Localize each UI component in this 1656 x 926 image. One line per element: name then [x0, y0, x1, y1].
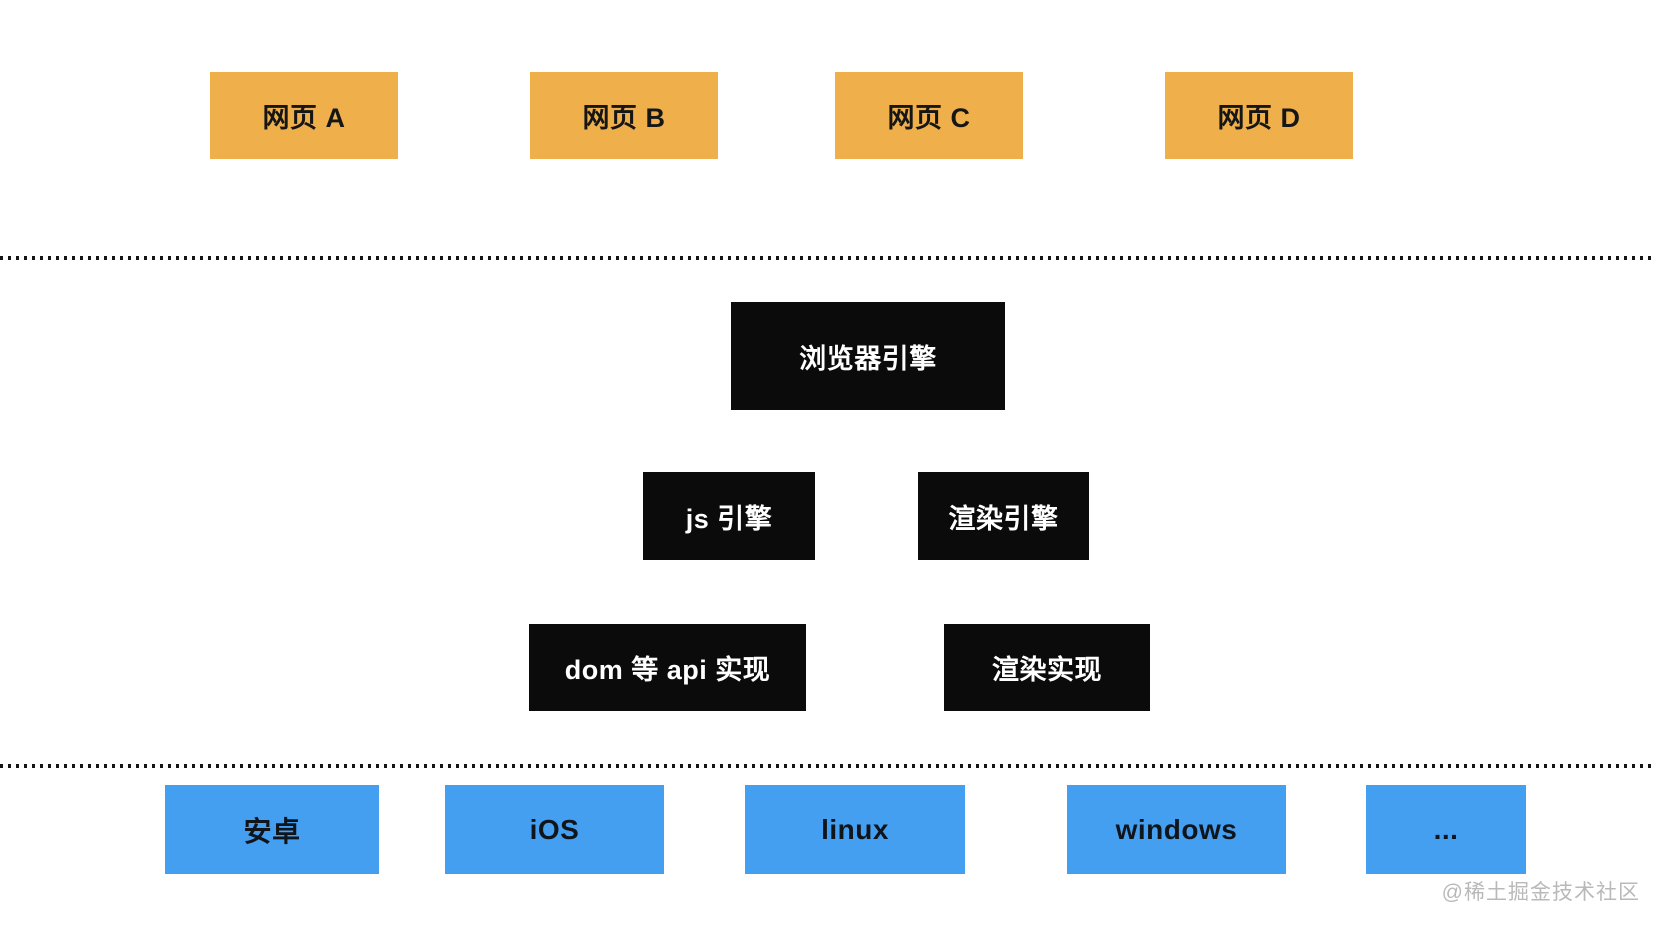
juejin-watermark: @稀土掘金技术社区 — [1441, 881, 1640, 904]
browser-engine-box: 浏览器引擎 — [731, 302, 1005, 410]
platform-linux-box: linux — [745, 785, 965, 874]
platform-android-box: 安卓 — [165, 785, 379, 874]
platform-windows-box: windows — [1067, 785, 1286, 874]
webpage-c-box: 网页 C — [835, 72, 1023, 159]
dotted-separator-bottom — [0, 764, 1656, 768]
webpage-b-box: 网页 B — [530, 72, 718, 159]
js-engine-box: js 引擎 — [643, 472, 815, 560]
platform-ios-box: iOS — [445, 785, 664, 874]
webpage-d-box: 网页 D — [1165, 72, 1353, 159]
render-engine-box: 渲染引擎 — [918, 472, 1089, 560]
dotted-separator-top — [0, 256, 1656, 260]
webpage-a-box: 网页 A — [210, 72, 398, 159]
dom-api-implementation-box: dom 等 api 实现 — [529, 624, 806, 711]
platform-more-box: ... — [1366, 785, 1526, 874]
render-implementation-box: 渲染实现 — [944, 624, 1150, 711]
